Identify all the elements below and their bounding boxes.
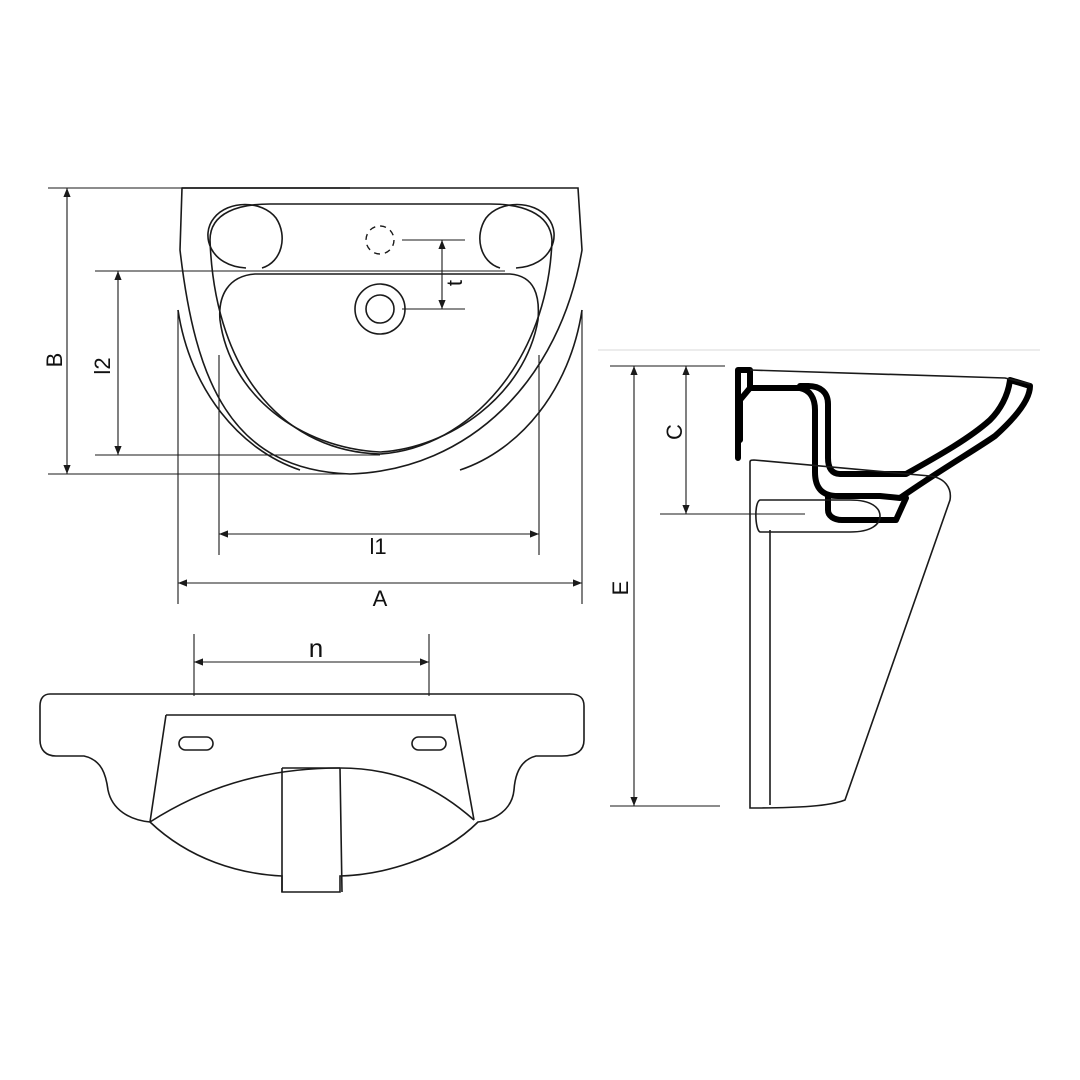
- basin-section-profile: [735, 367, 1033, 501]
- l2-label: l2: [90, 357, 115, 374]
- left-soap-recess: [207, 203, 283, 269]
- t-label: t: [442, 280, 467, 286]
- waste-outlet: [825, 493, 909, 523]
- l1-label: l1: [369, 534, 386, 559]
- front-pedestal: [281, 767, 343, 893]
- tap-hole-outer: [354, 283, 406, 335]
- e-label: E: [608, 581, 633, 596]
- n-label: n: [309, 633, 323, 663]
- right-soap-recess: [479, 203, 555, 269]
- basin-section-inner: [737, 383, 811, 443]
- front-bowl-curve: [149, 767, 475, 823]
- pedestal-side-left: [177, 309, 301, 471]
- c-label: C: [662, 424, 687, 440]
- front-basin-outline: [39, 693, 585, 893]
- mount-slot-right: [411, 736, 447, 751]
- front-view: n: [39, 633, 585, 893]
- basin-outer-rim: [179, 187, 583, 475]
- front-rear-panel: [149, 714, 475, 823]
- a-label: A: [373, 586, 388, 611]
- tap-hole-inner: [365, 294, 395, 324]
- basin-top-rim: [749, 369, 1031, 385]
- basin-deck-line: [209, 203, 553, 455]
- side-section-view: C E: [598, 349, 1040, 809]
- mount-slot-left: [178, 736, 214, 751]
- top-view: t B l2 l1 A: [42, 187, 583, 611]
- pedestal-outline: [749, 459, 952, 809]
- optional-tap-hole: [365, 225, 395, 255]
- b-label: B: [42, 353, 67, 368]
- basin-bowl: [218, 273, 540, 453]
- wall-bolt: [755, 499, 881, 533]
